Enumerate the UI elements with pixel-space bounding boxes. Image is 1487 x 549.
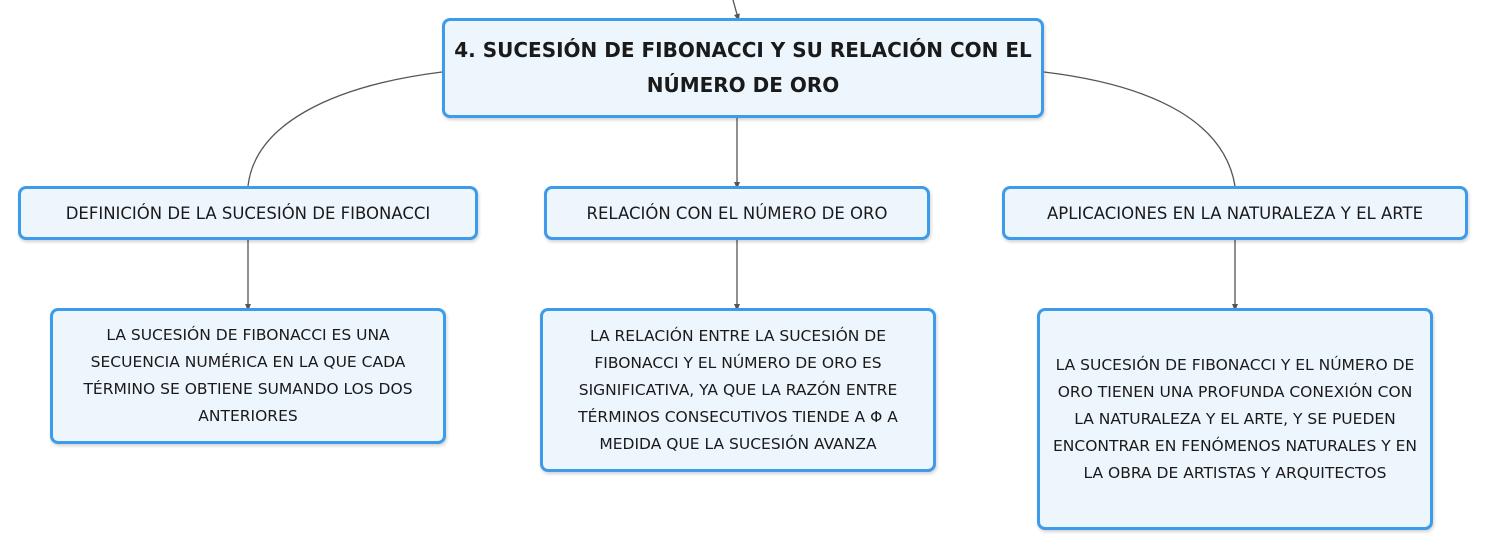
branch-topic-golden-ratio[interactable]: RELACIÓN CON EL NÚMERO DE ORO — [544, 186, 930, 240]
root-topic[interactable]: 4. SUCESIÓN DE FIBONACCI Y SU RELACIÓN C… — [442, 18, 1044, 118]
detail-topic-text: LA SUCESIÓN DE FIBONACCI ES UNA SECUENCI… — [83, 326, 413, 425]
detail-topic-definition[interactable]: LA SUCESIÓN DE FIBONACCI ES UNA SECUENCI… — [50, 308, 446, 444]
branch-topic-definition[interactable]: DEFINICIÓN DE LA SUCESIÓN DE FIBONACCI — [18, 186, 478, 240]
detail-topic-golden-ratio[interactable]: LA RELACIÓN ENTRE LA SUCESIÓN DE FIBONAC… — [540, 308, 936, 472]
branch-topic-applications[interactable]: APLICACIONES EN LA NATURALEZA Y EL ARTE — [1002, 186, 1468, 240]
branch-topic-label: APLICACIONES EN LA NATURALEZA Y EL ARTE — [1046, 203, 1424, 223]
detail-topic-applications[interactable]: LA SUCESIÓN DE FIBONACCI Y EL NÚMERO DE … — [1037, 308, 1433, 530]
root-topic-title: 4. SUCESIÓN DE FIBONACCI Y SU RELACIÓN C… — [454, 38, 1032, 97]
connector-root-branch-3 — [1043, 71, 1236, 187]
branch-topic-label: DEFINICIÓN DE LA SUCESIÓN DE FIBONACCI — [65, 203, 431, 223]
parent-connector — [732, 0, 740, 21]
detail-topic-text: LA RELACIÓN ENTRE LA SUCESIÓN DE FIBONAC… — [578, 326, 898, 453]
detail-topic-text: LA SUCESIÓN DE FIBONACCI Y EL NÚMERO DE … — [1053, 355, 1417, 482]
branch-topic-label: RELACIÓN CON EL NÚMERO DE ORO — [586, 203, 888, 223]
connector-root-branch-1 — [247, 71, 443, 187]
